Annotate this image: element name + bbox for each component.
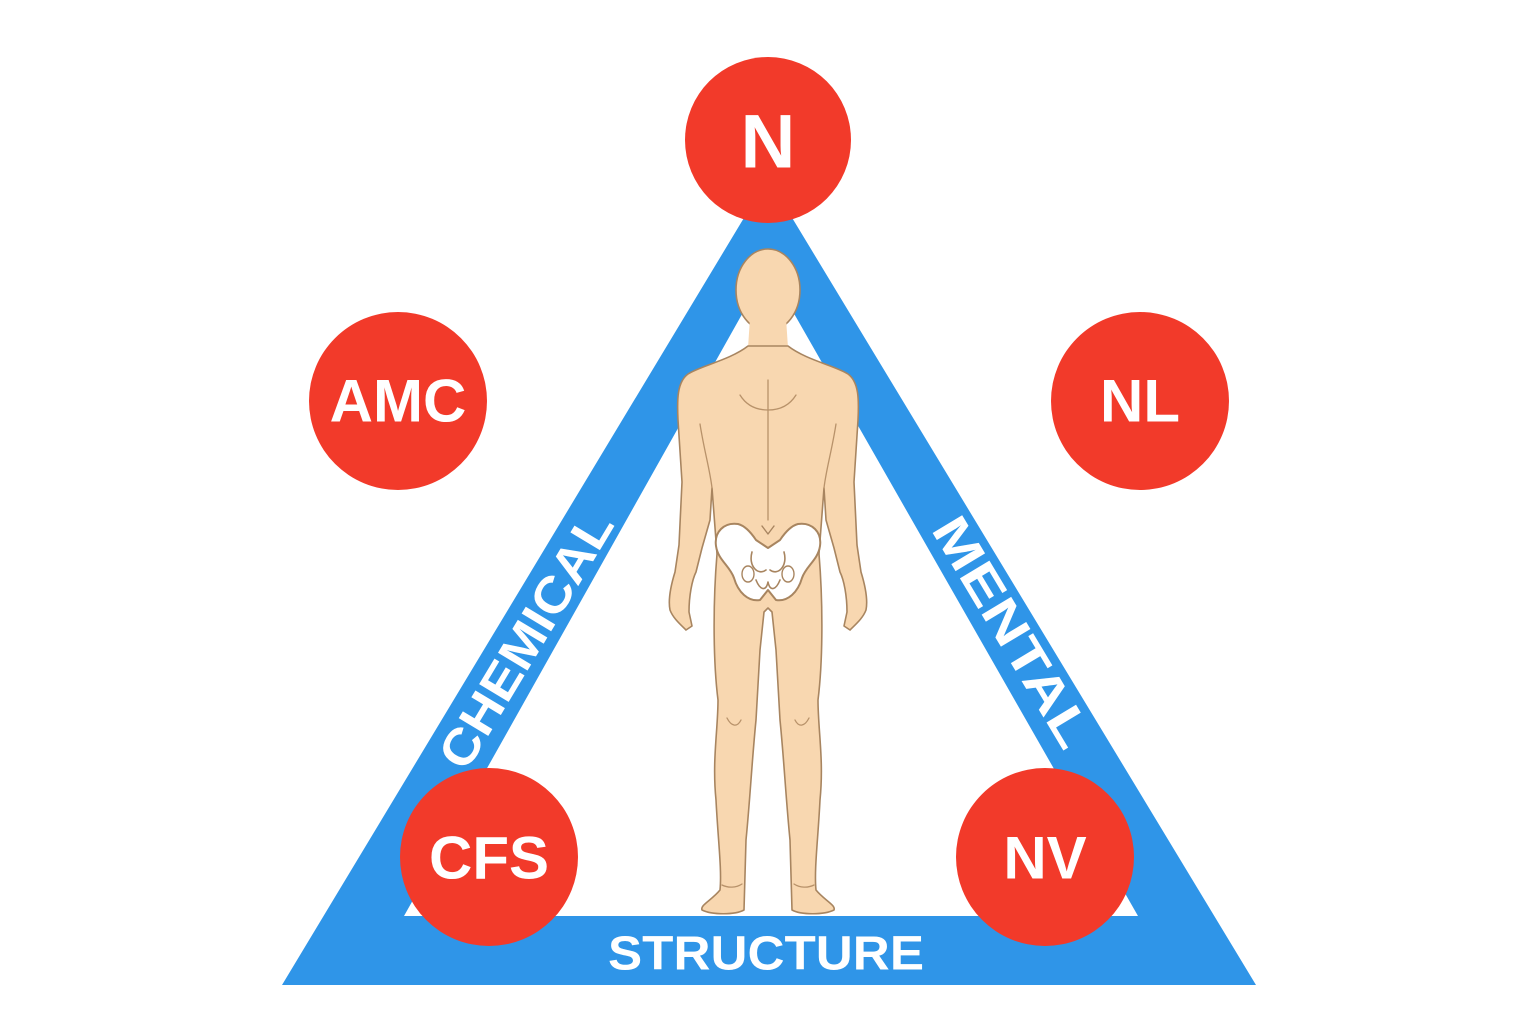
body-outline [668, 345, 868, 915]
side-label-structure: STRUCTURE [608, 928, 924, 981]
node-label-lower-right: NV [1003, 825, 1086, 892]
side-label-mental: MENTAL [921, 506, 1103, 758]
node-label-upper-right: NL [1100, 368, 1180, 435]
node-upper-left: AMC [309, 312, 487, 490]
pelvis-icon [714, 522, 822, 602]
node-upper-right: NL [1051, 312, 1229, 490]
node-top: N [685, 57, 851, 223]
side-label-chemical: CHEMICAL [427, 501, 624, 778]
node-label-upper-left: AMC [330, 368, 467, 435]
triangle-frame [282, 178, 1256, 985]
node-lower-left: CFS [400, 768, 578, 946]
node-label-lower-left: CFS [429, 825, 549, 892]
node-label-top: N [741, 100, 796, 185]
node-lower-right: NV [956, 768, 1134, 946]
human-body-icon [668, 248, 868, 915]
